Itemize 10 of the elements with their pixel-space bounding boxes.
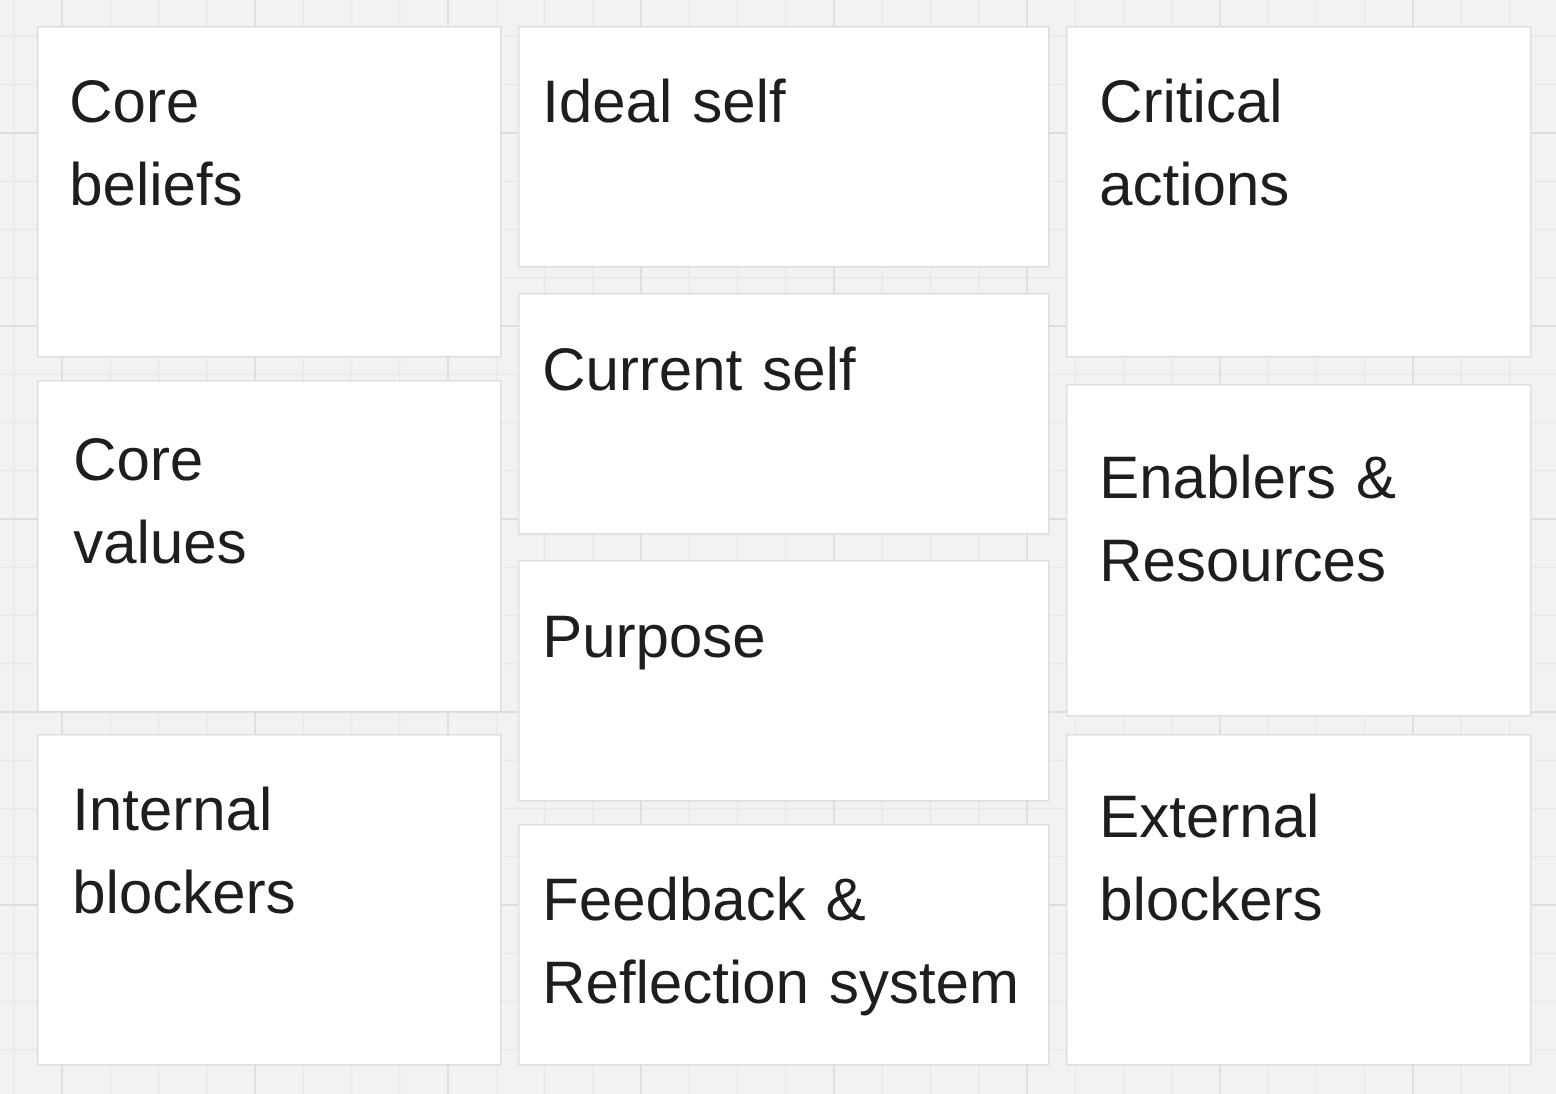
card: Feedback & Reflection system <box>518 824 1050 1066</box>
card: Current self <box>518 293 1050 535</box>
card: Enablers & Resources <box>1066 384 1532 717</box>
card: Core beliefs <box>37 26 502 358</box>
card: Purpose <box>518 560 1050 802</box>
card: External blockers <box>1066 734 1532 1066</box>
card: Ideal self <box>518 26 1050 268</box>
card: Critical actions <box>1066 26 1532 358</box>
card: Core values <box>37 380 502 713</box>
card: Internal blockers <box>37 734 502 1066</box>
